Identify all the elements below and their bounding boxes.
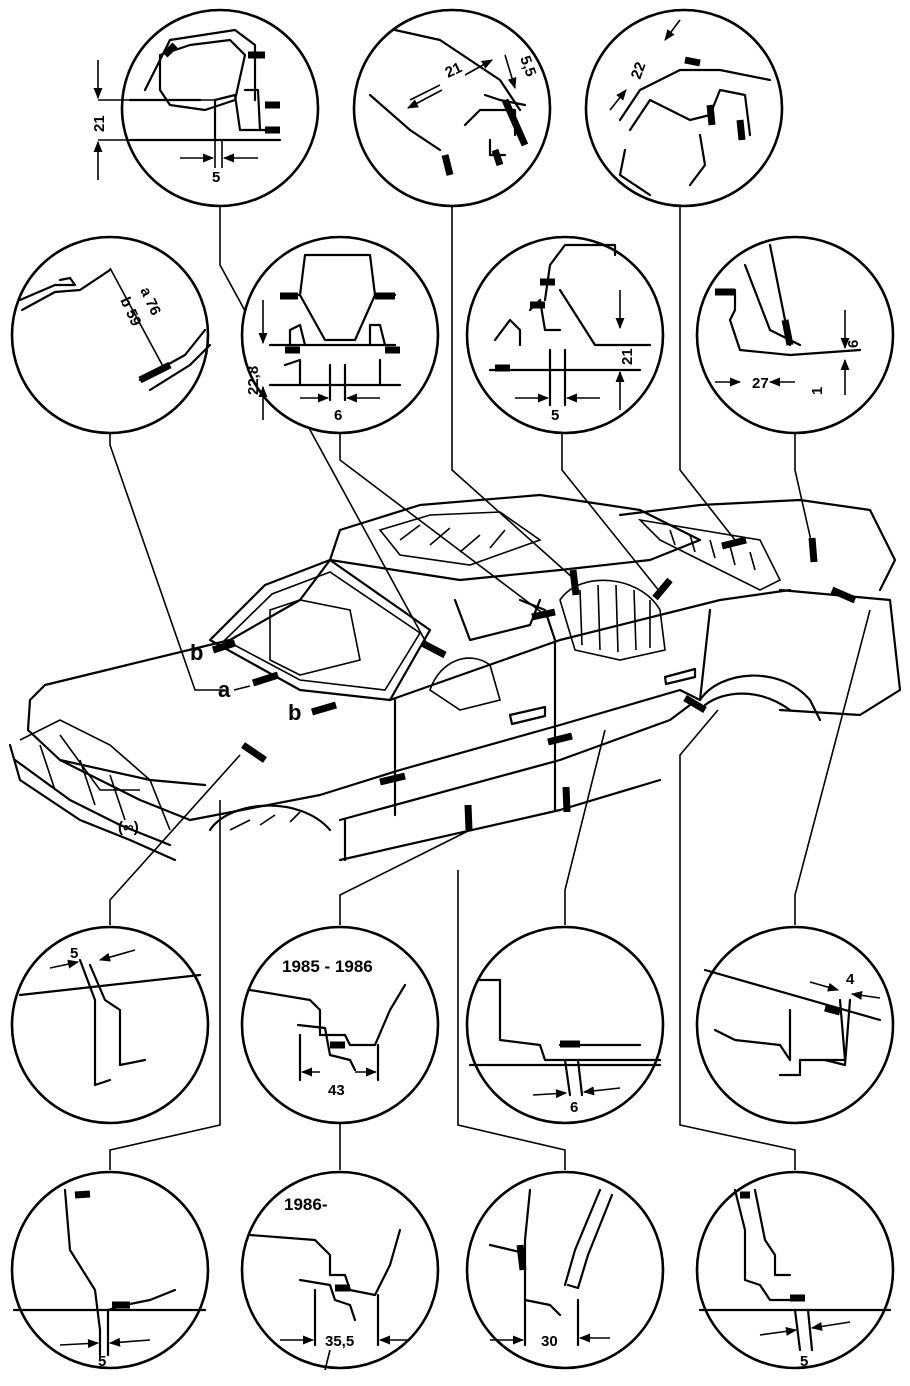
marker-b-lower: b [288,700,301,725]
detail-top-2: 21 5,5 [352,8,552,208]
bot1-4-dim: 4 [846,971,855,988]
detail-bot2-3: 30 [465,1170,665,1370]
detail-mid-3: 21 5 [465,235,665,435]
detail-bot1-2: 1985 - 1986 43 [240,925,440,1125]
detail-mid-4: 6 27 1 [695,235,895,435]
bot2-2-year: 1986- [284,1195,327,1214]
mid-4-dim-b: 27 [752,375,769,392]
bot2-2-dim: 35,5 [325,1333,354,1350]
detail-top-1: 21 5 [91,8,320,208]
top-2-dim-b: 5,5 [516,54,539,79]
detail-top-3: 22 [584,8,784,208]
mid-2-dim-b: 6 [334,407,342,424]
detail-bot1-3: 6 [465,925,665,1125]
mid-3-dim-a: 21 [619,348,636,365]
leader-lines [109,205,871,1170]
marker-a: a [218,677,231,702]
bot1-3-dim: 6 [570,1099,578,1116]
car-emblem-text: (∞) [118,819,139,836]
detail-bot2-1: 5 [10,1170,210,1370]
mid-2-dim-a: 22,8 [245,366,262,395]
marker-letters: b a b [190,640,301,725]
marker-b-upper: b [190,640,203,665]
bot1-1-dim: 5 [70,945,78,962]
bot2-3-dim: 30 [541,1333,558,1350]
detail-mid-1: a 76 b 59 [10,235,212,435]
bot1-2-dim: 43 [328,1082,345,1099]
detail-bot2-2: 1986- 35,5 [240,1170,440,1371]
mid-4-dim-c: 1 [809,387,826,395]
mid-3-dim-b: 5 [551,407,559,424]
top-1-dim-b: 5 [212,169,220,186]
mid-4-dim-a: 6 [845,340,862,348]
detail-bot1-1: 5 [10,925,210,1125]
car-seal-markers [211,536,857,831]
bot2-4-dim: 5 [800,1353,808,1370]
bot1-2-year: 1985 - 1986 [282,957,373,976]
top-1-dim-a: 21 [91,115,108,132]
detail-mid-2: 22,8 6 [240,235,440,435]
detail-bot2-4: 5 [695,1170,895,1370]
detail-bot1-4: 4 [695,925,895,1125]
top-2-dim-a: 21 [443,59,465,81]
top-3-dim-a: 22 [628,60,650,81]
bot2-1-dim: 5 [98,1353,106,1370]
car-body: (∞) [8,493,902,862]
